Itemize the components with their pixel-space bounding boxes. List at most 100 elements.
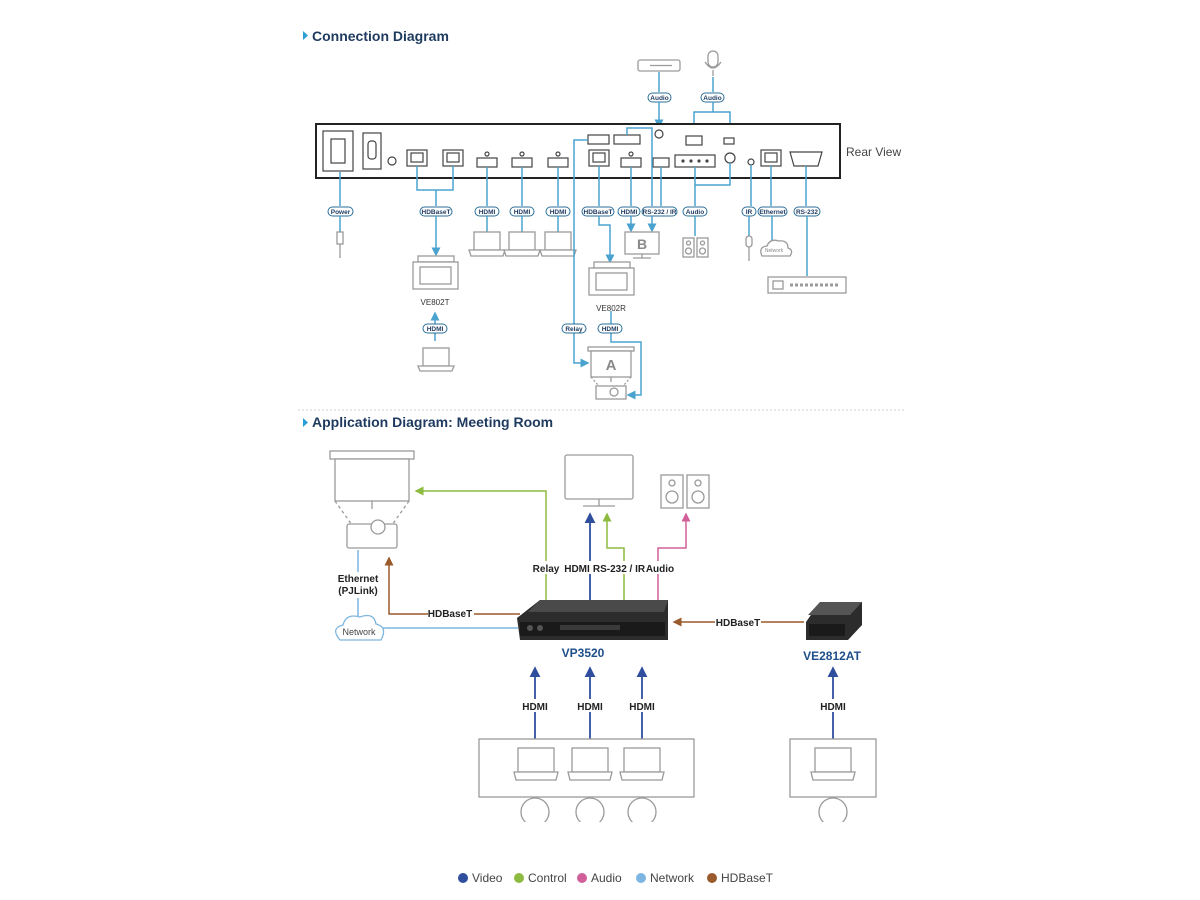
projection-screen-a-icon (587, 346, 635, 382)
vp3520-label: VP3520 (562, 646, 605, 660)
meeting-speakers-icon (660, 474, 710, 509)
laptop-source-ve802t-icon (417, 347, 455, 372)
svg-text:HDMI: HDMI (479, 209, 496, 216)
svg-text:HDBaseT: HDBaseT (584, 209, 613, 216)
label-hdmi-2: HDMI (509, 206, 535, 217)
network-cloud-label: Network (765, 248, 784, 254)
network-cloud-icon (760, 239, 793, 257)
svg-text:HDMI: HDMI (550, 209, 567, 216)
meeting-network-cloud-icon (335, 614, 385, 641)
section-title-connection: Connection Diagram (312, 28, 449, 44)
ve802r-label: VE802R (596, 304, 626, 313)
label-audio: Audio (646, 564, 674, 575)
legend-dot-network (636, 873, 646, 883)
section-title-application: Application Diagram: Meeting Room (312, 414, 553, 430)
svg-text:IR: IR (746, 209, 753, 216)
label-hdmi-3: HDMI (545, 206, 571, 217)
label-hdmi-input-4: HDMI (820, 702, 846, 713)
section-connection-diagram: Connection Diagram Audio Audio (303, 28, 901, 400)
label-ethernet-line1: Ethernet (338, 574, 379, 585)
projector-icon (590, 376, 632, 400)
ve802t-device (412, 255, 459, 290)
laptop-source-1-icon (468, 231, 506, 257)
label-relay: Relay (561, 323, 587, 334)
power-plug-icon (336, 231, 344, 258)
svg-text:HDBaseT: HDBaseT (422, 209, 451, 216)
ve802t-label: VE802T (421, 298, 450, 307)
legend-dot-control (514, 873, 524, 883)
label-ethernet: Ethernet (757, 206, 788, 217)
rs232-controller-icon (767, 276, 847, 294)
legend-label-network: Network (650, 871, 695, 885)
label-hdmi-out: HDMI (564, 564, 590, 575)
svg-text:Power: Power (331, 209, 351, 216)
meeting-display-icon (564, 454, 634, 507)
legend-label-hdbaset: HDBaseT (721, 871, 774, 885)
svg-text:HDMI: HDMI (427, 326, 444, 333)
svg-text:Relay: Relay (565, 326, 583, 333)
label-rs232: RS-232 (793, 206, 821, 217)
svg-text:HDMI: HDMI (602, 326, 619, 333)
section-marker-icon-2 (303, 418, 308, 427)
display-a-label: A (606, 357, 617, 374)
meeting-projection-screen-icon (329, 450, 415, 509)
legend-dot-audio (577, 873, 587, 883)
svg-text:Audio: Audio (703, 95, 721, 102)
audio-amplifier-icon (637, 59, 681, 72)
legend-label-control: Control (528, 871, 567, 885)
legend-dot-hdbaset (707, 873, 717, 883)
speakers-icon (682, 237, 709, 258)
legend-label-audio: Audio (591, 871, 622, 885)
laptop-source-2-icon (503, 231, 541, 257)
svg-text:RS-232: RS-232 (796, 209, 818, 216)
laptop-source-3-icon (539, 231, 577, 257)
legend-dot-video (458, 873, 468, 883)
label-hdbaset-2: HDBaseT (581, 206, 615, 217)
svg-text:Audio: Audio (650, 95, 668, 102)
label-power: Power (327, 206, 354, 217)
meeting-projector-icon (334, 500, 410, 549)
label-audio-top-left: Audio (647, 92, 672, 103)
svg-text:Audio: Audio (686, 209, 704, 216)
label-ethernet-line2: (PJLink) (338, 586, 377, 597)
label-audio-top-right: Audio (700, 92, 725, 103)
vp3520-device (517, 600, 668, 640)
svg-text:RS-232 / IR: RS-232 / IR (643, 209, 677, 216)
rear-view-label: Rear View (846, 145, 901, 159)
display-b-label: B (637, 236, 647, 252)
svg-text:HDMI: HDMI (514, 209, 531, 216)
label-rs232-ir: RS-232 / IR (641, 206, 678, 217)
vp3520-rear-panel (315, 123, 841, 179)
label-rs232-ir: RS-232 / IR (593, 564, 646, 575)
ve2812at-device (806, 602, 862, 640)
meeting-table-main (478, 738, 695, 827)
label-hdmi-1: HDMI (474, 206, 500, 217)
label-hdmi-input-1: HDMI (522, 702, 548, 713)
label-hdmi-ve802r: HDMI (597, 323, 623, 334)
label-hdmi-ve802t: HDMI (422, 323, 448, 334)
ve802r-device (588, 261, 635, 296)
section-marker-icon (303, 31, 308, 40)
label-hdbaset-left: HDBaseT (428, 609, 472, 620)
label-hdmi-input-2: HDMI (577, 702, 603, 713)
label-hdbaset-right: HDBaseT (716, 618, 760, 629)
ve2812at-label: VE2812AT (803, 649, 861, 663)
display-b-icon (624, 231, 660, 259)
label-relay: Relay (533, 564, 560, 575)
meeting-network-label: Network (342, 627, 376, 637)
meeting-table-remote (789, 738, 877, 827)
label-hdmi-input-3: HDMI (629, 702, 655, 713)
legend: Video Control Audio Network HDBaseT (458, 871, 774, 885)
ir-sensor-icon (745, 235, 753, 261)
label-hdbaset-1: HDBaseT (419, 206, 453, 217)
label-ir: IR (741, 206, 757, 217)
label-hdmi-out: HDMI (617, 206, 641, 217)
svg-text:HDMI: HDMI (621, 209, 638, 216)
section-application-diagram: Application Diagram: Meeting Room (303, 414, 880, 830)
label-audio-bottom: Audio (682, 206, 708, 217)
legend-label-video: Video (472, 871, 503, 885)
svg-text:Ethernet: Ethernet (759, 209, 786, 216)
microphone-icon (704, 50, 722, 76)
